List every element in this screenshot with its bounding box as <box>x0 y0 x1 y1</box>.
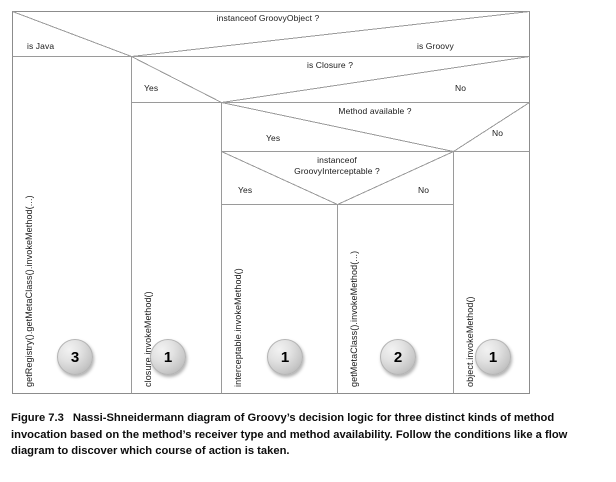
branch-line-methodavail-right <box>453 102 530 152</box>
diagram-linework <box>12 11 530 394</box>
condition-label-is-closure: is Closure ? <box>306 60 354 70</box>
result-badge-interceptable: 1 <box>267 339 303 375</box>
branch-label-methodavail-no: No <box>492 128 504 138</box>
branch-label-closure-yes: Yes <box>144 83 159 93</box>
action-label-object: object.invokeMethod() <box>465 296 475 387</box>
branch-label-closure-no: No <box>455 83 467 93</box>
branch-line-interceptable-left <box>221 151 338 205</box>
branch-line-closure-left <box>131 56 222 103</box>
action-label-registry: getRegistry().getMetaClass().invokeMetho… <box>24 195 34 387</box>
diagram-outer-frame <box>12 11 530 394</box>
branch-label-methodavail-yes: Yes <box>266 133 281 143</box>
result-badge-registry: 3 <box>57 339 93 375</box>
figure-caption-text: Nassi-Shneidermann diagram of Groovy’s d… <box>11 412 568 457</box>
branch-label-is-groovy: is Groovy <box>417 41 454 51</box>
branch-label-interceptable-yes: Yes <box>238 185 253 195</box>
branch-line-groovyobject-right <box>131 11 530 57</box>
condition-label-interceptable-line1: instanceof <box>317 155 357 165</box>
condition-label-instanceof-groovyobject: instanceof GroovyObject ? <box>216 13 320 23</box>
figure-number: Figure 7.3 <box>11 412 64 424</box>
branch-line-groovyobject-left <box>12 11 132 57</box>
branch-line-methodavail-left <box>221 102 454 152</box>
result-badge-object: 1 <box>475 339 511 375</box>
result-badge-closure: 1 <box>150 339 186 375</box>
branch-label-is-java: is Java <box>27 41 55 51</box>
nassi-shneidermann-diagram: instanceof GroovyObject ? is Java is Gro… <box>12 11 530 394</box>
branch-line-closure-right <box>221 56 530 103</box>
action-label-metaclass: getMetaClass().invokeMethod(...) <box>349 250 359 387</box>
action-label-closure: closure.invokeMethod() <box>143 291 153 387</box>
condition-label-interceptable-line2: GroovyInterceptable ? <box>294 166 380 176</box>
branch-line-interceptable-right <box>337 151 454 205</box>
result-badge-metaclass: 2 <box>380 339 416 375</box>
action-label-interceptable: interceptable.invokeMethod() <box>233 268 243 387</box>
condition-label-method-available: Method available ? <box>338 106 412 116</box>
branch-label-interceptable-no: No <box>418 185 430 195</box>
